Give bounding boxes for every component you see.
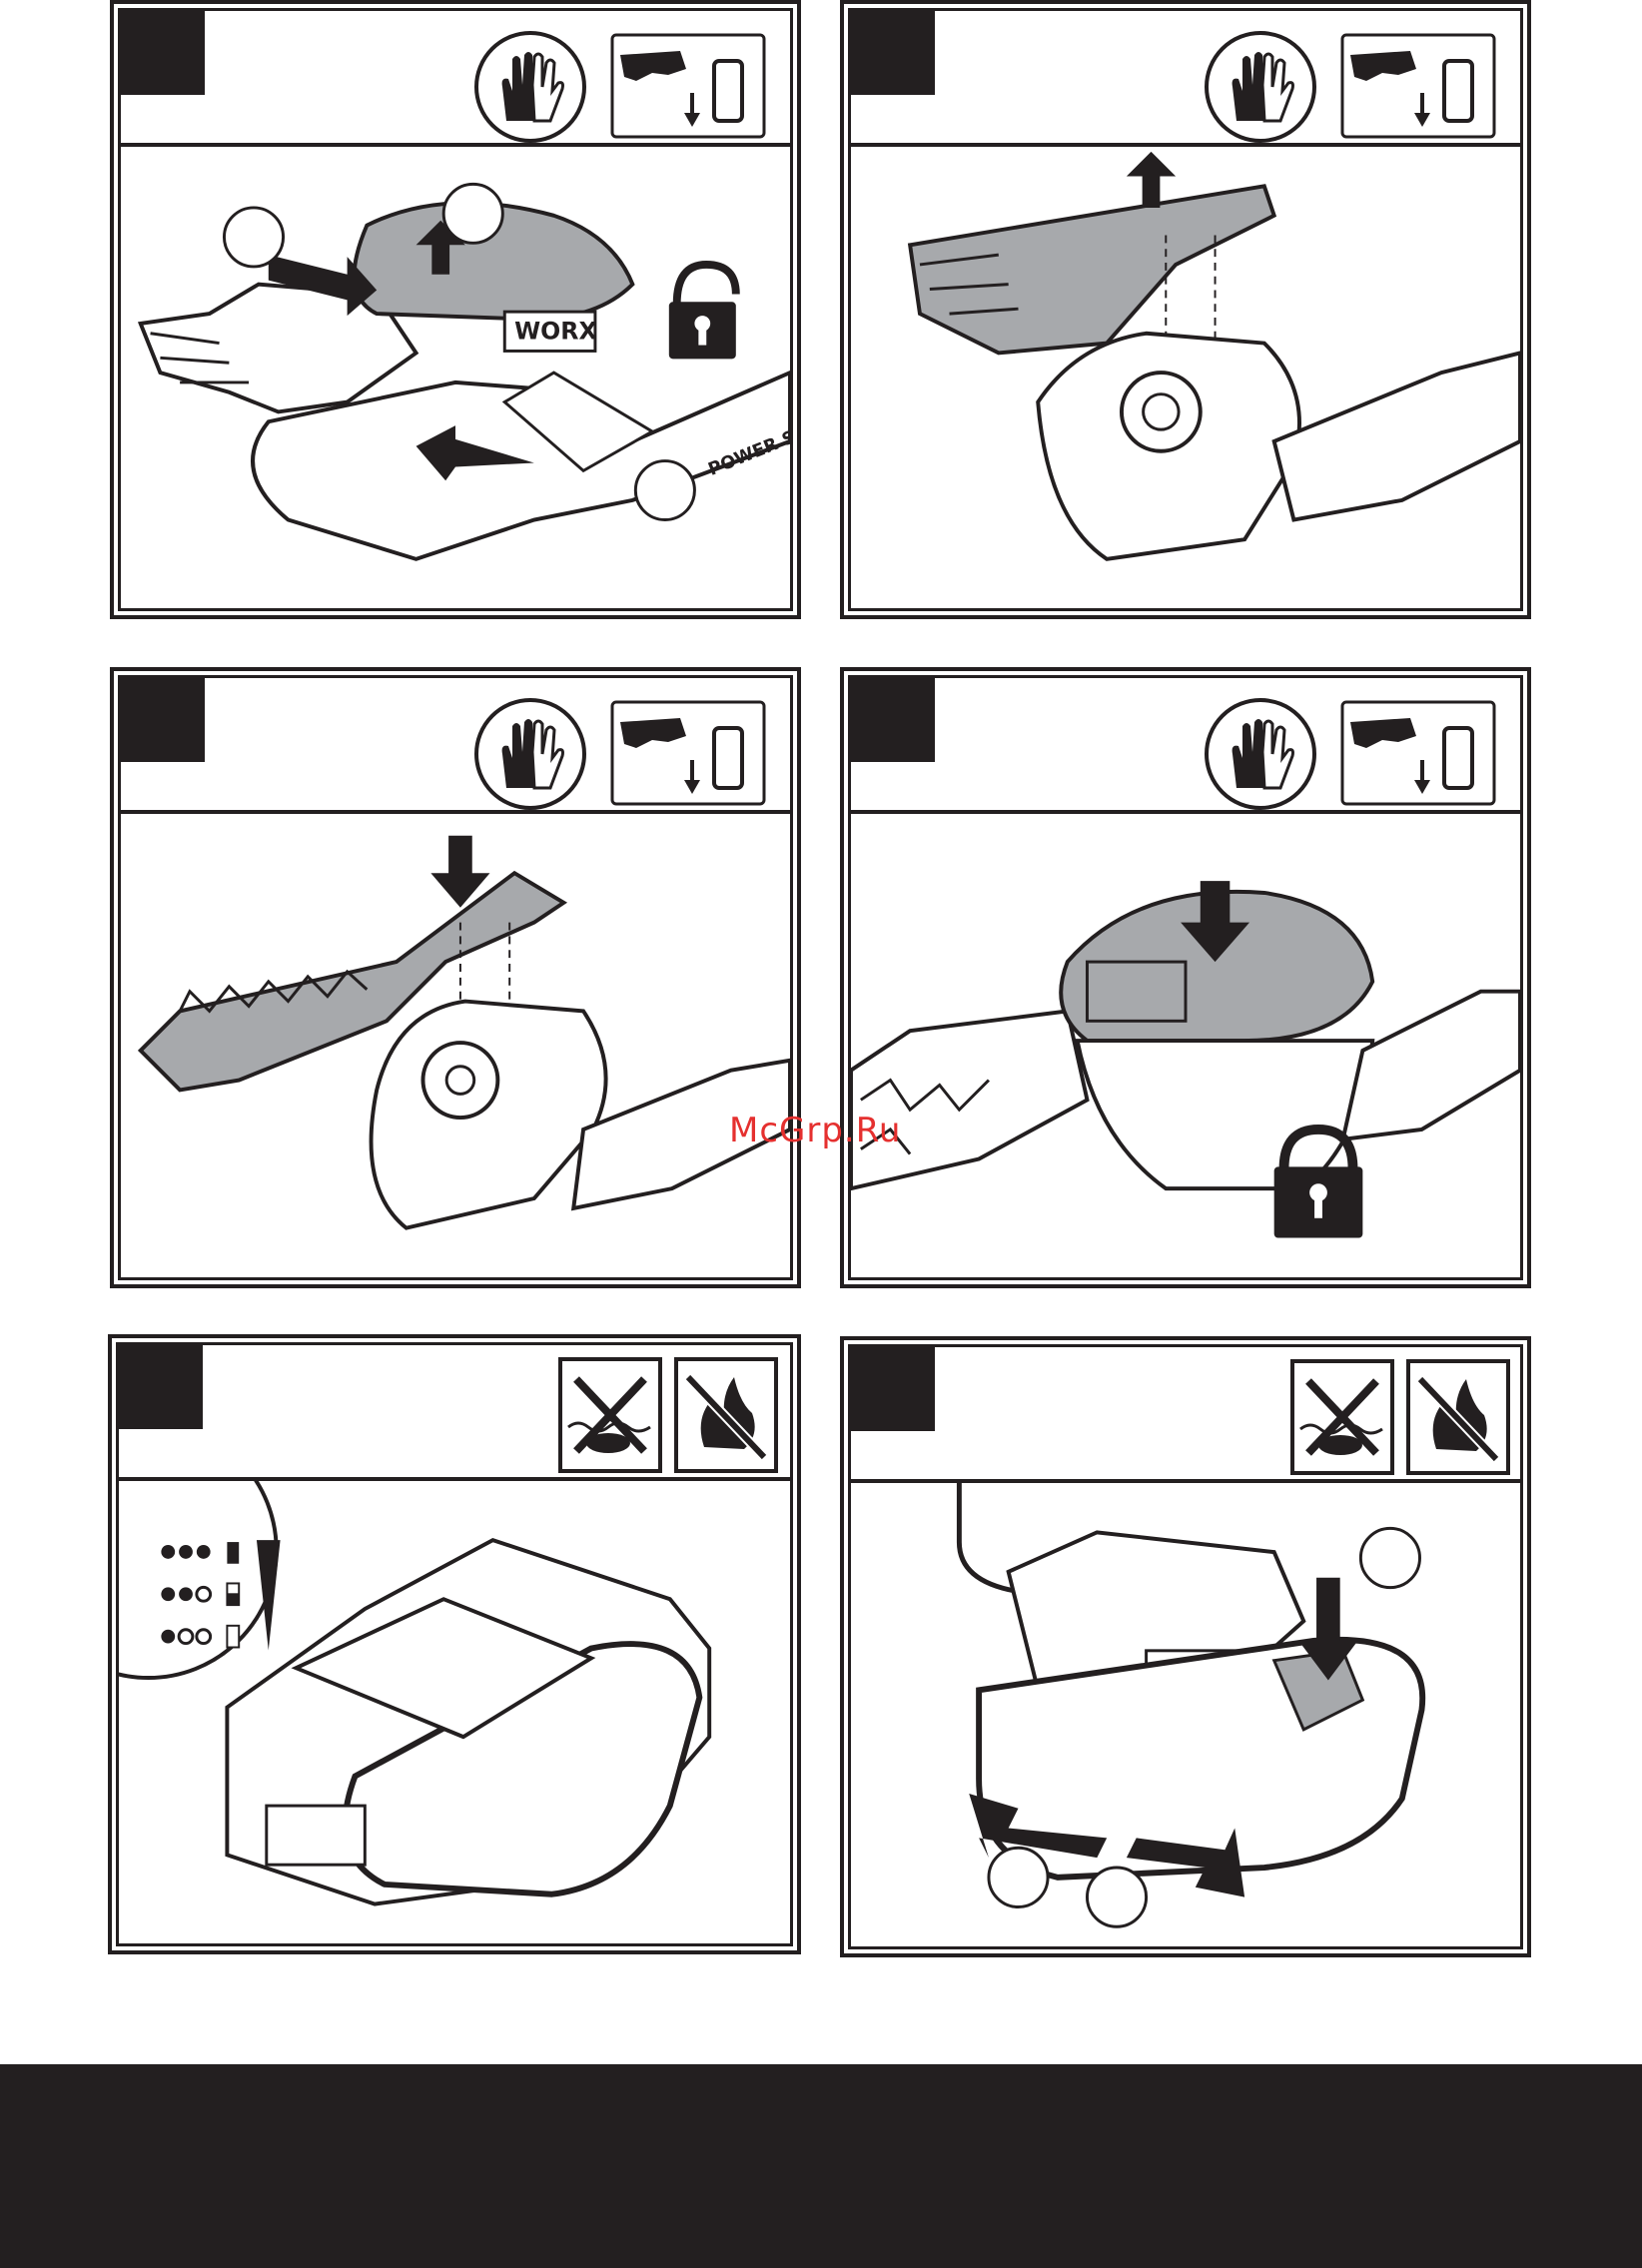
panel-frame [848, 1344, 1523, 1949]
watermark-text: McGrp.Ru [729, 1111, 901, 1150]
panel-header [121, 11, 790, 147]
battery-charge-level-illustration [119, 1481, 790, 1943]
gloves-icon [1203, 29, 1318, 145]
no-fire-disposal-icon [674, 1357, 778, 1473]
step-number-box [121, 678, 205, 762]
step-panel-5 [108, 1334, 801, 1954]
panel-header [121, 678, 790, 814]
panel-frame: WORX POWER SHARE [118, 8, 793, 611]
no-fire-disposal-icon [1406, 1359, 1510, 1475]
battery-removed-icon [610, 700, 766, 806]
battery-charger-illustration [851, 1483, 1520, 1946]
panel-frame [118, 675, 793, 1280]
panel-header [119, 1345, 790, 1481]
gloves-icon [472, 696, 588, 812]
step-number-box [119, 1345, 203, 1429]
panel-header [851, 678, 1520, 814]
step-panel-3 [110, 667, 801, 1288]
step-number-box [121, 11, 205, 95]
step-panel-2 [840, 0, 1531, 619]
blade-cover-release-illustration: WORX POWER SHARE [121, 147, 790, 608]
no-water-disposal-icon [558, 1357, 662, 1473]
hedge-blade-fitting-illustration [121, 814, 790, 1277]
page-footer-bar [0, 2064, 1642, 2268]
step-panel-6 [840, 1336, 1531, 1957]
battery-removed-icon [610, 33, 766, 139]
step-number-box [851, 678, 935, 762]
worx-logo: WORX [514, 318, 597, 346]
battery-removed-icon [1340, 33, 1496, 139]
panel-frame [848, 8, 1523, 611]
panel-header [851, 1347, 1520, 1483]
step-number-box [851, 1347, 935, 1431]
panel-frame [116, 1342, 793, 1946]
charge-level-callout [119, 1481, 277, 1678]
panel-header [851, 11, 1520, 147]
step-number-box [851, 11, 935, 95]
gloves-icon [1203, 696, 1318, 812]
step-panel-1: WORX POWER SHARE [110, 0, 801, 619]
battery-removed-icon [1340, 700, 1496, 806]
panel-frame [848, 675, 1523, 1280]
no-water-disposal-icon [1290, 1359, 1394, 1475]
gloves-icon [472, 29, 588, 145]
cover-refit-illustration [851, 814, 1520, 1277]
blade-removal-illustration [851, 147, 1520, 608]
step-panel-4 [840, 667, 1531, 1288]
